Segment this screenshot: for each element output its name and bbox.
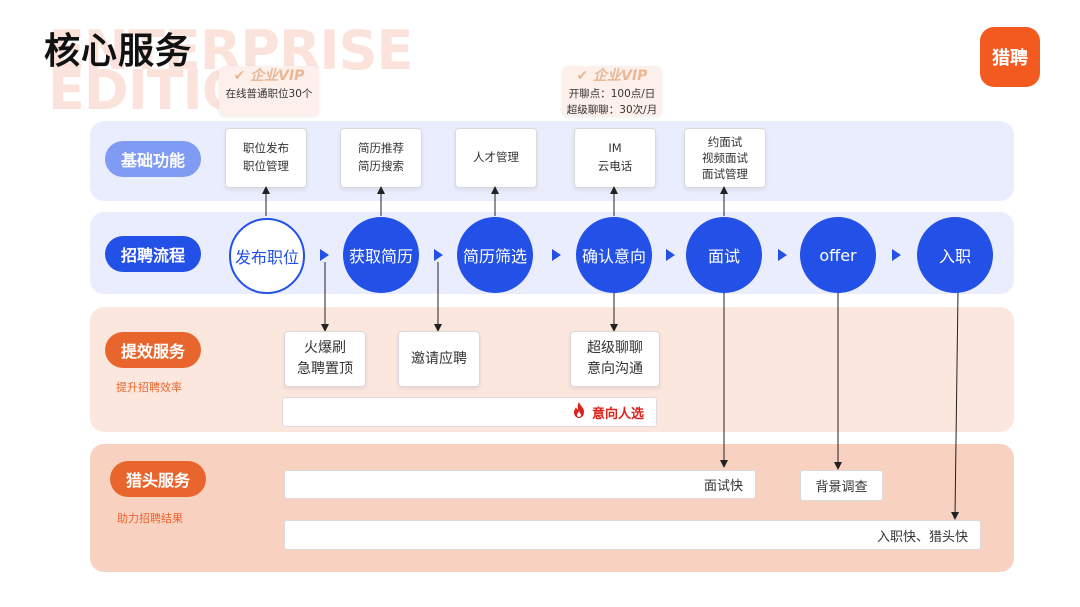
flow-arrow-icon <box>778 249 787 261</box>
card-invite-apply: 邀请应聘 <box>398 331 480 387</box>
box-background-check: 背景调查 <box>800 470 883 501</box>
box-background-check-label: 背景调查 <box>815 480 868 495</box>
step-get-resume: 获取简历 <box>343 217 419 293</box>
card-line: 约面试 <box>707 134 743 149</box>
card-resume-recommend: 简历推荐 简历搜索 <box>340 128 422 188</box>
card-line: IM <box>608 141 622 156</box>
step-label: 确认意向 <box>581 247 646 266</box>
card-line: 面试管理 <box>702 167 748 182</box>
step-interview: 面试 <box>686 217 762 293</box>
card-line: 职位管理 <box>243 159 289 173</box>
card-line: 人才管理 <box>473 150 519 165</box>
card-super-chat: 超级聊聊 意向沟通 <box>570 331 660 387</box>
card-job-publish: 职位发布 职位管理 <box>225 128 307 188</box>
bar-intent-candidates: 意向人选 <box>282 397 657 427</box>
logo-text: 猎聘 <box>992 48 1028 69</box>
vip-v-icon: ✔ <box>233 68 246 84</box>
step-label: 发布职位 <box>234 248 299 267</box>
bar-intent-label: 意向人选 <box>591 406 644 422</box>
card-line: 意向沟通 <box>587 361 643 377</box>
step-confirm-intent: 确认意向 <box>576 217 652 293</box>
step-label: 面试 <box>707 247 740 266</box>
card-line: 视频面试 <box>702 150 748 165</box>
vip-tag-1-head: ✔ 企业VIP <box>219 66 319 87</box>
flow-arrow-icon <box>552 249 561 261</box>
vip-tag-2: ✔ 企业VIP 开聊点：100点/日 超级聊聊：30次/月 <box>562 66 662 116</box>
efficiency-subtitle: 提升招聘效率 <box>116 381 182 394</box>
bar-interview-fast-label: 面试快 <box>703 479 743 494</box>
card-line: 简历搜索 <box>358 159 404 173</box>
step-screen-resume: 简历筛选 <box>457 217 533 293</box>
card-line: 简历推荐 <box>358 141 404 156</box>
label-basic-functions: 基础功能 <box>105 141 201 177</box>
flow-arrow-icon <box>892 249 901 261</box>
vip-tag-1-head-text: 企业VIP <box>250 68 305 84</box>
row-headhunt-services <box>90 444 1014 572</box>
label-efficiency-services: 提效服务 <box>105 332 201 368</box>
flow-arrow-icon <box>320 249 329 261</box>
fire-icon <box>572 402 586 422</box>
arrow-down-6 <box>951 291 960 520</box>
card-line: 云电话 <box>597 159 633 173</box>
step-label: 简历筛选 <box>462 247 527 266</box>
bar-onboard-fast: 入职快、猎头快 <box>284 520 981 550</box>
label-headhunt-services: 猎头服务 <box>110 461 206 497</box>
step-onboard: 入职 <box>917 217 993 293</box>
card-hot-refresh: 火爆刷 急聘置顶 <box>284 331 366 387</box>
label-recruit-flow: 招聘流程 <box>105 236 201 272</box>
card-talent-management: 人才管理 <box>455 128 537 188</box>
bar-onboard-fast-label: 入职快、猎头快 <box>876 529 968 545</box>
vip-tag-2-head-text: 企业VIP <box>593 68 648 84</box>
step-offer: offer <box>800 217 876 293</box>
card-line: 邀请应聘 <box>411 350 467 367</box>
flow-arrow-icon <box>666 249 675 261</box>
headhunt-subtitle: 助力招聘结果 <box>117 512 183 525</box>
vip-tag-1-line-1: 在线普通职位30个 <box>225 88 313 100</box>
card-line: 超级聊聊 <box>587 340 643 356</box>
vip-tag-1: ✔ 企业VIP 在线普通职位30个 <box>219 66 319 116</box>
vip-tag-2-head: ✔ 企业VIP <box>562 66 662 87</box>
brand-logo: 猎聘 <box>980 27 1040 87</box>
step-label: 入职 <box>938 247 971 266</box>
card-line: 急聘置顶 <box>297 361 353 377</box>
bar-interview-fast: 面试快 <box>284 470 756 499</box>
card-im-phone: IM 云电话 <box>574 128 656 188</box>
step-label: 获取简历 <box>348 247 413 266</box>
card-interview-management: 约面试 视频面试 面试管理 <box>684 128 766 188</box>
vip-tag-2-line-1: 开聊点：100点/日 <box>568 88 656 100</box>
card-line: 火爆刷 <box>304 340 346 356</box>
vip-tag-2-line-2: 超级聊聊：30次/月 <box>566 103 658 116</box>
card-line: 职位发布 <box>243 141 289 156</box>
page-title: 核心服务 <box>44 31 193 72</box>
vip-v-icon: ✔ <box>576 68 589 84</box>
flow-arrow-icon <box>434 249 443 261</box>
step-label: offer <box>819 245 857 265</box>
step-publish-job: 发布职位 <box>229 218 305 294</box>
